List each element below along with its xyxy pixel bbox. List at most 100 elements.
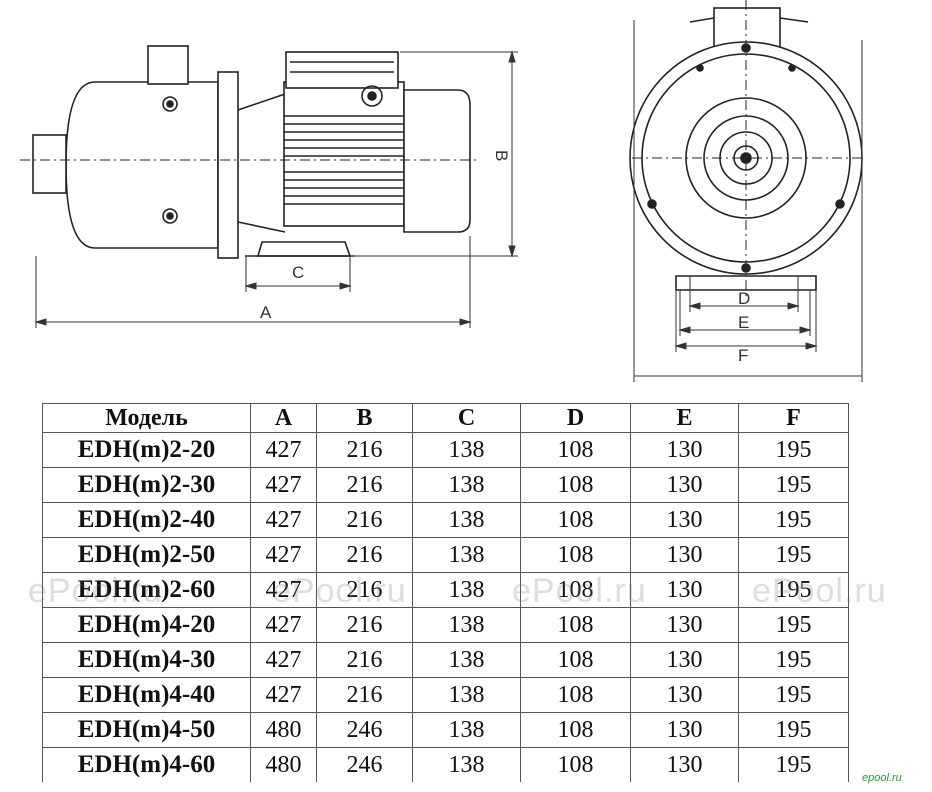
cell-b: 246 [316,712,413,748]
cell-a: 427 [250,502,317,538]
dimension-lines-front [633,20,863,382]
cell-d: 108 [520,677,631,713]
cell-model: EDH(m)4-60 [42,747,251,782]
cell-model: EDH(m)2-30 [42,467,251,503]
cell-e: 130 [630,747,739,782]
cell-a: 427 [250,467,317,503]
cell-c: 138 [412,572,521,608]
cell-b: 216 [316,467,413,503]
cell-b: 216 [316,677,413,713]
pump-technical-drawing: A B C [20,0,866,382]
cell-c: 138 [412,712,521,748]
cell-b: 216 [316,607,413,643]
header-e: E [630,403,739,433]
cell-d: 108 [520,747,631,782]
cell-e: 130 [630,432,739,468]
cell-model: EDH(m)4-30 [42,642,251,678]
cell-d: 108 [520,502,631,538]
cell-b: 216 [316,502,413,538]
cell-f: 195 [738,467,849,503]
dim-label-b: B [492,150,511,161]
cell-model: EDH(m)4-40 [42,677,251,713]
cell-f: 195 [738,502,849,538]
cell-f: 195 [738,712,849,748]
cell-b: 216 [316,537,413,573]
cell-d: 108 [520,467,631,503]
cell-model: EDH(m)2-40 [42,502,251,538]
cell-a: 427 [250,432,317,468]
cell-model: EDH(m)2-50 [42,537,251,573]
cell-c: 138 [412,607,521,643]
watermark-logo: epool.ru [862,772,902,784]
cell-a: 427 [250,677,317,713]
cell-b: 246 [316,747,413,782]
header-f: F [738,403,849,433]
header-b: B [316,403,413,433]
table-header-row: Модель A B C D E F [42,403,849,433]
cell-d: 108 [520,572,631,608]
cell-f: 195 [738,537,849,573]
cell-e: 130 [630,677,739,713]
dim-label-e: E [738,313,749,332]
dim-label-f: F [738,346,748,365]
cell-d: 108 [520,432,631,468]
cell-a: 427 [250,607,317,643]
cell-c: 138 [412,642,521,678]
motor-fins [284,115,404,205]
header-c: C [412,403,521,433]
cell-a: 427 [250,642,317,678]
dim-label-a: A [260,303,272,322]
cell-a: 480 [250,712,317,748]
cell-b: 216 [316,572,413,608]
cell-d: 108 [520,712,631,748]
cell-c: 138 [412,502,521,538]
cell-a: 427 [250,537,317,573]
cell-e: 130 [630,712,739,748]
front-view [629,0,866,296]
cell-a: 480 [250,747,317,782]
cell-e: 130 [630,642,739,678]
cell-model: EDH(m)4-50 [42,712,251,748]
cell-f: 195 [738,747,849,782]
cell-e: 130 [630,572,739,608]
cell-f: 195 [738,607,849,643]
cell-c: 138 [412,467,521,503]
cell-e: 130 [630,502,739,538]
cell-e: 130 [630,537,739,573]
cell-c: 138 [412,537,521,573]
cell-c: 138 [412,747,521,782]
cell-d: 108 [520,537,631,573]
cell-model: EDH(m)4-20 [42,607,251,643]
cell-f: 195 [738,572,849,608]
cell-f: 195 [738,432,849,468]
side-view [20,45,478,259]
dimension-lines-side [34,50,518,328]
cell-f: 195 [738,677,849,713]
cell-b: 216 [316,642,413,678]
header-model: Модель [42,403,251,433]
dim-label-d: D [738,289,750,308]
cell-model: EDH(m)2-60 [42,572,251,608]
cell-b: 216 [316,432,413,468]
cell-a: 427 [250,572,317,608]
dim-label-c: C [292,263,304,282]
cell-c: 138 [412,432,521,468]
header-d: D [520,403,631,433]
cell-f: 195 [738,642,849,678]
cell-e: 130 [630,467,739,503]
cell-e: 130 [630,607,739,643]
header-a: A [250,403,317,433]
cell-d: 108 [520,607,631,643]
